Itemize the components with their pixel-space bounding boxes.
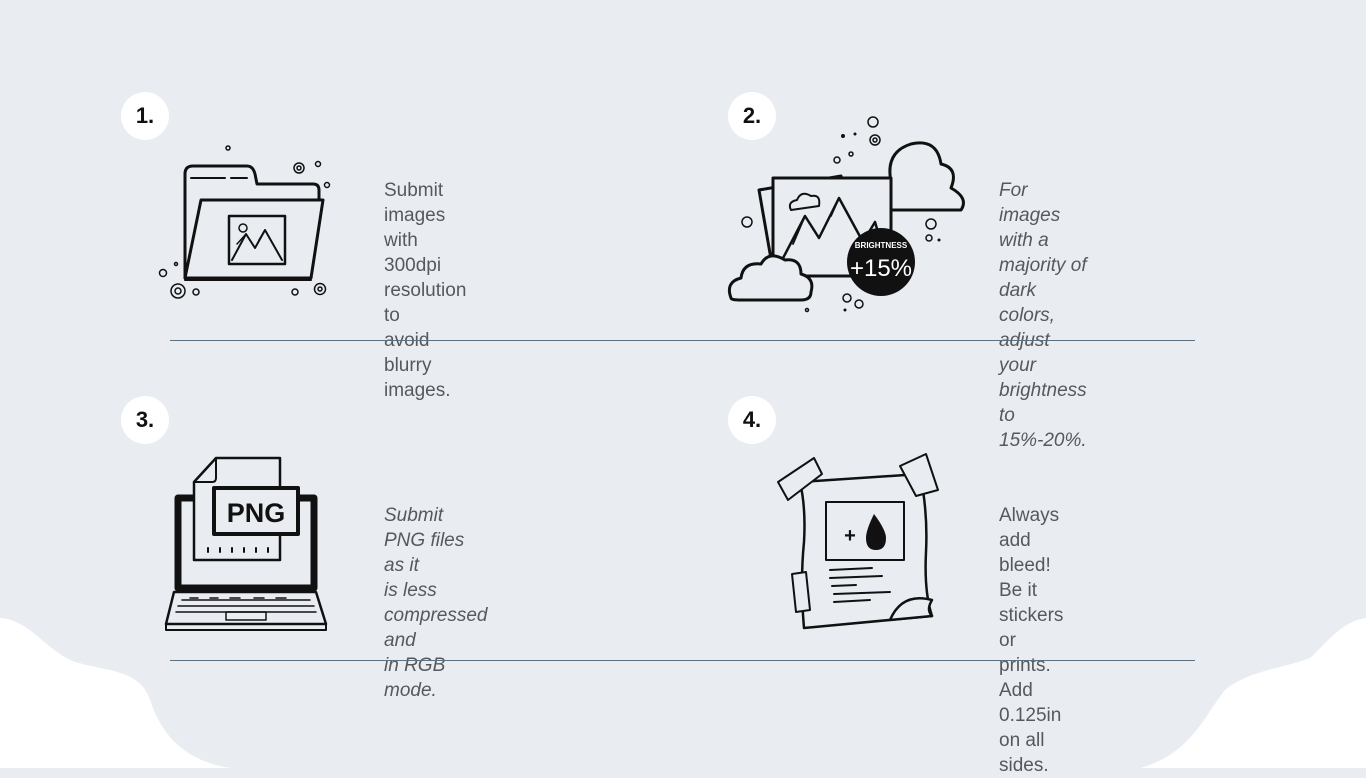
step-number-badge: 1. [121,92,169,140]
brightness-label: BRIGHTNESS [855,241,908,250]
brightness-photo-icon: BRIGHTNESS +15% [727,116,965,313]
png-label: PNG [227,498,286,528]
step-description: Submit PNG files as it is less compresse… [384,505,488,701]
plus-symbol: + [844,525,856,547]
step-description: Always add bleed! Be it stickers or prin… [999,505,1064,776]
step-number-badge: 4. [728,396,776,444]
folder-image-icon [158,145,331,299]
step-number-badge: 3. [121,396,169,444]
laptop-png-icon: PNG [164,456,328,631]
step-number-badge: 2. [728,92,776,140]
taped-print-icon: + [777,453,939,630]
section-divider [170,660,1195,661]
step-description: Submit images with 300dpi resolution to … [384,180,467,401]
step-description: For images with a majority of dark color… [999,180,1087,451]
brightness-value: +15% [850,255,912,282]
section-divider [170,340,1195,341]
